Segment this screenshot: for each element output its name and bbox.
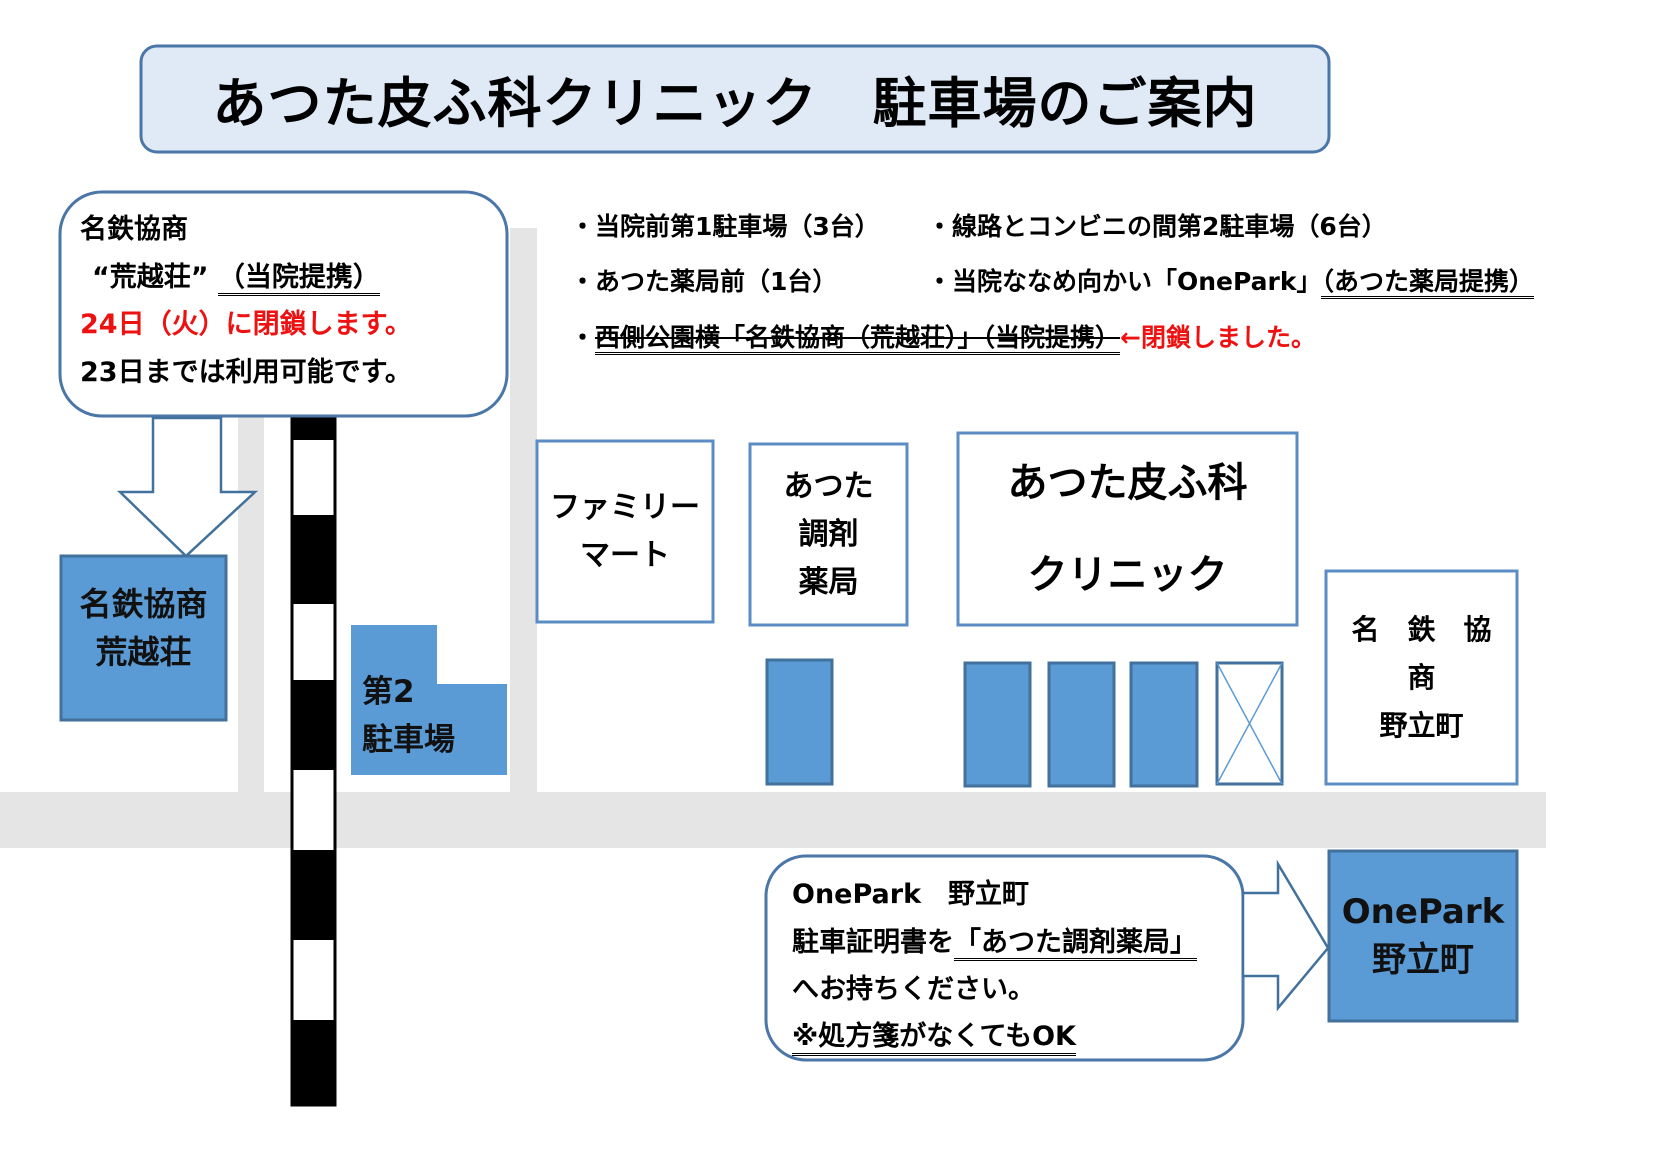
parking-item-2: ・線路とコンビニの間第2駐車場（6台） [927, 212, 1387, 241]
label-line: 調剤 [798, 516, 859, 552]
page-title: あつた皮ふ科クリニック 駐車場のご案内 [212, 72, 1258, 135]
railroad [290, 414, 337, 1107]
road-vertical-center [510, 228, 537, 792]
parking-item-3: ・あつた薬局前（1台） [570, 267, 838, 296]
label-line: 駐車場 [362, 722, 455, 758]
down-arrow-icon [116, 416, 259, 558]
label-line: 野立町 [1372, 940, 1474, 980]
parking-item-5-closed-note: ←閉鎖しました。 [1120, 323, 1316, 352]
onepark-note-place: 「あつた調剤薬局」 [954, 927, 1197, 961]
notice-closing-date: 24日（火）に閉鎖します。 [80, 309, 412, 340]
label-line: 名 鉄 協 商 [1351, 612, 1520, 694]
notice-line2: “荒越荘” （当院提携） [92, 255, 380, 296]
notice-available-until: 23日までは利用可能です。 [80, 357, 412, 388]
label-line: OnePark [1341, 892, 1505, 932]
label-line: 野立町 [1379, 708, 1464, 742]
notice-partner: （当院提携） [217, 262, 380, 296]
parking-item-4: ・当院ななめ向かい「OnePark」（あつた薬局提携） [927, 262, 1534, 299]
familymart-label: ファミリーマート [537, 441, 713, 622]
lot2-shape [351, 625, 507, 775]
onepark-note-no-prescription: ※処方箋がなくてもOK [792, 1014, 1076, 1056]
onepark-note-title: OnePark 野立町 [792, 879, 1030, 910]
parking-item-4-partner: （あつた薬局提携） [1321, 267, 1534, 299]
label-line: クリニック [1027, 552, 1228, 598]
right-arrow-icon [1241, 859, 1330, 1012]
parking-item-5-closed-lot: 西側公園横「名鉄協商（荒越荘）」（当院提携） [595, 323, 1121, 355]
onepark-note-prefix: 駐車証明書を [792, 927, 954, 958]
title-box [139, 44, 1331, 154]
label-line: 名鉄協商 [79, 585, 208, 623]
label-line: 薬局 [798, 564, 859, 600]
label-line: ファミリー [550, 489, 700, 525]
pharmacy-building [748, 442, 909, 627]
parking-item-1: ・当院前第1駐車場（3台） [570, 212, 880, 241]
parking-item-5-bullet: ・ [570, 323, 596, 352]
parking-space-clinic-1 [963, 661, 1032, 788]
onepark-lot [1327, 849, 1519, 1023]
label-line: 荒越荘 [95, 633, 192, 671]
road-vertical-left [238, 416, 264, 792]
parking-space-pharmacy [765, 658, 834, 786]
clinic-building [956, 431, 1299, 627]
label-line: 第2 [362, 674, 415, 710]
meitetsu-arakoshi-lot [59, 554, 228, 722]
onepark-lot-label: OnePark 野立町 [1329, 851, 1517, 1021]
onepark-note-line3: へお持ちください。 [792, 974, 1035, 1005]
pharmacy-label: あつた調剤薬局 [750, 444, 907, 625]
parking-item-4-label: ・当院ななめ向かい「OnePark」 [927, 267, 1322, 296]
label-line: あつた皮ふ科 [1007, 460, 1248, 506]
parking-space-clinic-3 [1129, 661, 1199, 788]
unavailable-space-x-icon [1215, 661, 1284, 786]
notice-line1: 名鉄協商 [80, 214, 188, 245]
meitetsu-nodachi-label: 名 鉄 協 商野立町 [1326, 571, 1520, 784]
notice-callout [58, 190, 509, 418]
label-line: あつた [783, 468, 874, 504]
familymart-building [535, 439, 715, 624]
parking-item-5: ・西側公園横「名鉄協商（荒越荘）」（当院提携）←閉鎖しました。 [570, 318, 1316, 355]
parking-space-clinic-2 [1047, 661, 1116, 788]
notice-lot-name: “荒越荘” [92, 262, 209, 293]
meitetsu-arakoshi-label: 名鉄協商荒越荘 [61, 580, 226, 676]
meitetsu-nodachi-building [1324, 569, 1519, 786]
lot2-label: 第2 駐車場 [362, 668, 455, 764]
clinic-label: あつた皮ふ科クリニック [958, 433, 1297, 625]
label-line: マート [580, 537, 670, 573]
road-horizontal [0, 792, 1546, 848]
onepark-note-line2: 駐車証明書を「あつた調剤薬局」 [792, 920, 1197, 961]
